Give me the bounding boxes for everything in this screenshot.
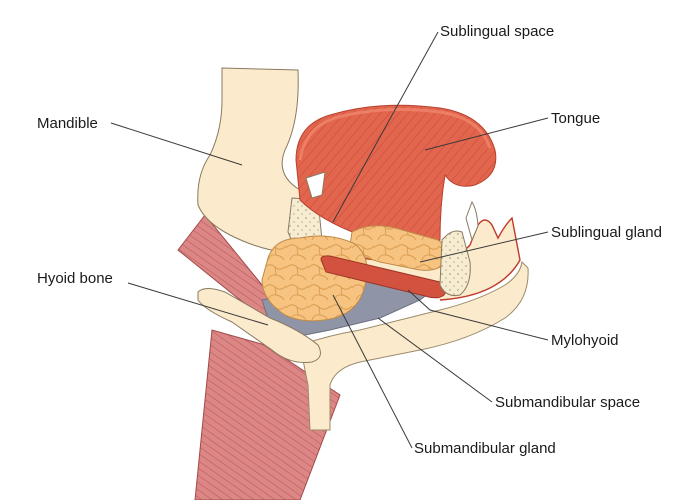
anterior-mandible-shape	[439, 230, 471, 296]
leader-mandible	[110, 122, 243, 166]
label-mandible: Mandible	[37, 115, 98, 132]
diagram-labels: Sublingual space Tongue Mandible Subling…	[37, 23, 662, 457]
leader-sublingual-gland	[419, 231, 549, 263]
leader-submandibular-space	[377, 317, 493, 403]
label-hyoid-bone: Hyoid bone	[37, 270, 113, 287]
leader-hyoid-bone	[127, 282, 269, 326]
molar-tooth	[305, 171, 326, 199]
label-sublingual-gland: Sublingual gland	[551, 224, 662, 241]
label-mylohyoid: Mylohyoid	[551, 332, 619, 349]
tongue-dorsum-highlight	[298, 108, 492, 161]
label-sublingual-space: Sublingual space	[440, 23, 554, 40]
label-submandibular-gland: Submandibular gland	[414, 440, 556, 457]
skin-contour	[299, 260, 529, 431]
hyoid-bone-shape	[197, 288, 321, 363]
leader-sublingual-space	[332, 31, 439, 223]
strap-muscle-front	[194, 329, 341, 500]
leader-mylohyoid	[407, 289, 549, 341]
leader-submandibular-gland	[332, 294, 413, 449]
leader-lines	[110, 31, 549, 449]
leader-tongue	[424, 117, 549, 151]
label-tongue: Tongue	[551, 110, 600, 127]
incisor-tooth	[465, 200, 479, 242]
submandibular-gland-shape	[261, 235, 368, 322]
label-submandibular-space: Submandibular space	[495, 394, 640, 411]
